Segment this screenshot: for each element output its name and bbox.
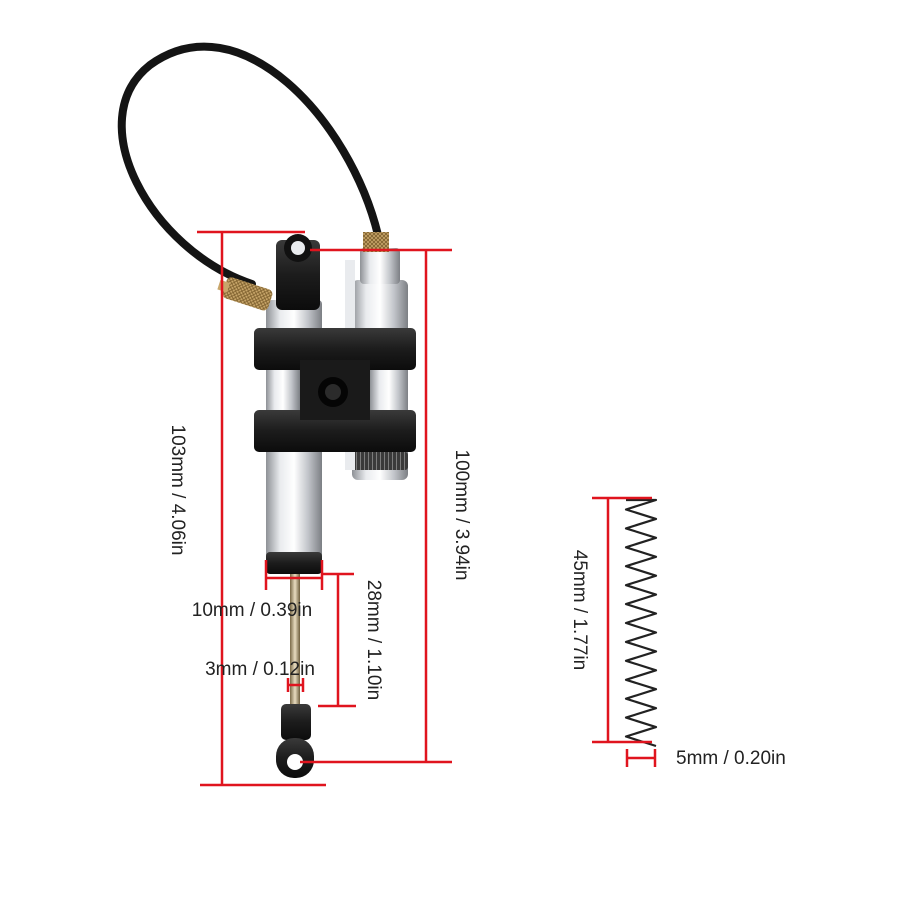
clamp-block [254,328,416,452]
label-overall-length: 103mm / 4.06in [167,425,188,556]
label-spring-length: 45mm / 1.77in [569,550,590,670]
label-rod-width: 10mm / 0.39in [192,600,312,621]
reservoir-hose [117,42,382,288]
label-shaft-diameter: 3mm / 0.12in [205,659,315,680]
rod-end [276,704,314,778]
piston-shaft [290,574,300,706]
label-spring-wire: 5mm / 0.20in [676,748,786,769]
label-stroke: 28mm / 1.10in [363,580,384,700]
spring [624,498,658,748]
dimension-lines [197,230,657,787]
label-reservoir-height: 100mm / 3.94in [451,450,472,581]
